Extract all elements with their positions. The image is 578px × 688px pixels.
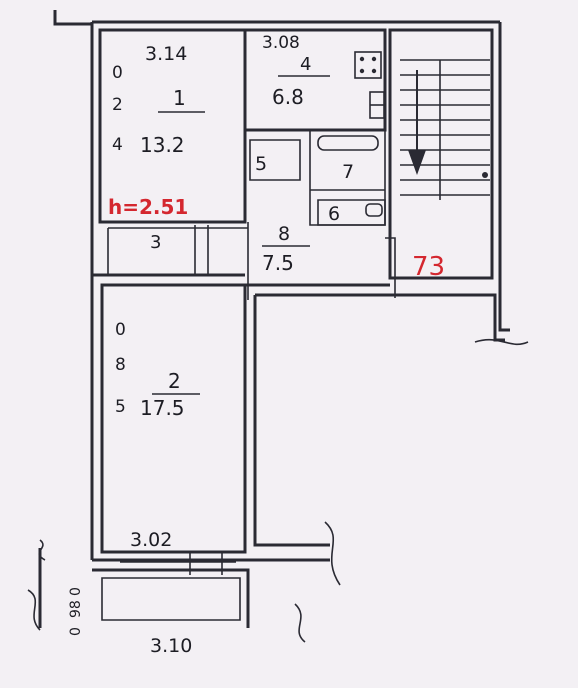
room-1-depth-digit-3: 4 bbox=[112, 135, 123, 155]
room-2-depth-digit-2: 8 bbox=[115, 355, 126, 375]
sink-icon bbox=[369, 91, 385, 119]
room-6-outline bbox=[317, 199, 386, 226]
stair-steps bbox=[400, 59, 490, 200]
room-1-area: 13.2 bbox=[140, 133, 185, 157]
room-1-outline bbox=[98, 28, 247, 224]
room-2-outline bbox=[100, 283, 247, 554]
balcony-labels: 3.10 0 98 0 bbox=[68, 587, 192, 657]
toilet-icon bbox=[365, 203, 383, 217]
room-8-label: 8 7.5 bbox=[262, 223, 310, 275]
room-2-width: 3.02 bbox=[130, 529, 172, 551]
room-1-number: 1 bbox=[173, 86, 186, 110]
balcony-depth-digit-1: 0 bbox=[68, 627, 84, 636]
partitions bbox=[107, 130, 396, 575]
room-1-width: 3.14 bbox=[145, 43, 187, 65]
break-marks bbox=[27, 338, 529, 643]
room-5-number: 5 bbox=[255, 153, 267, 175]
balcony-depth-digit-3: 0 bbox=[68, 587, 84, 596]
balcony-width: 3.10 bbox=[150, 635, 192, 657]
room-8-area: 7.5 bbox=[262, 251, 294, 275]
stove-icon bbox=[354, 51, 382, 79]
balcony-door bbox=[189, 552, 223, 575]
ceiling-height-label: h=2.51 bbox=[108, 195, 188, 219]
stair-arrow-icon bbox=[408, 70, 488, 178]
room-4-area: 6.8 bbox=[272, 85, 304, 109]
room-2-area: 17.5 bbox=[140, 396, 185, 420]
door-room-3 bbox=[194, 225, 209, 275]
room-4-label: 3.08 4 6.8 bbox=[262, 33, 330, 109]
room-6-number: 6 bbox=[328, 203, 340, 225]
room-3-number: 3 bbox=[150, 232, 161, 253]
room-2-number: 2 bbox=[168, 369, 181, 393]
room-4-number: 4 bbox=[300, 54, 311, 75]
balcony-depth-digit-2: 98 bbox=[68, 600, 84, 618]
room-8-number: 8 bbox=[278, 223, 290, 245]
room-1-label: 3.14 1 13.2 0 2 4 bbox=[112, 43, 205, 157]
room-2-depth-digit-3: 5 bbox=[115, 397, 126, 417]
room-2-label: 0 8 5 2 17.5 3.02 bbox=[115, 320, 200, 551]
bathtub-icon bbox=[317, 135, 379, 151]
room-4-width: 3.08 bbox=[262, 33, 300, 53]
outer-walls bbox=[38, 10, 510, 628]
stairwell-outline bbox=[388, 28, 494, 280]
room-7-number: 7 bbox=[342, 161, 354, 183]
room-2-depth-digit-1: 0 bbox=[115, 320, 126, 340]
total-area-label: 73 bbox=[412, 252, 445, 282]
room-1-depth-digit-1: 0 bbox=[112, 63, 123, 83]
room-1-depth-digit-2: 2 bbox=[112, 95, 123, 115]
room-5-outline bbox=[249, 139, 301, 181]
